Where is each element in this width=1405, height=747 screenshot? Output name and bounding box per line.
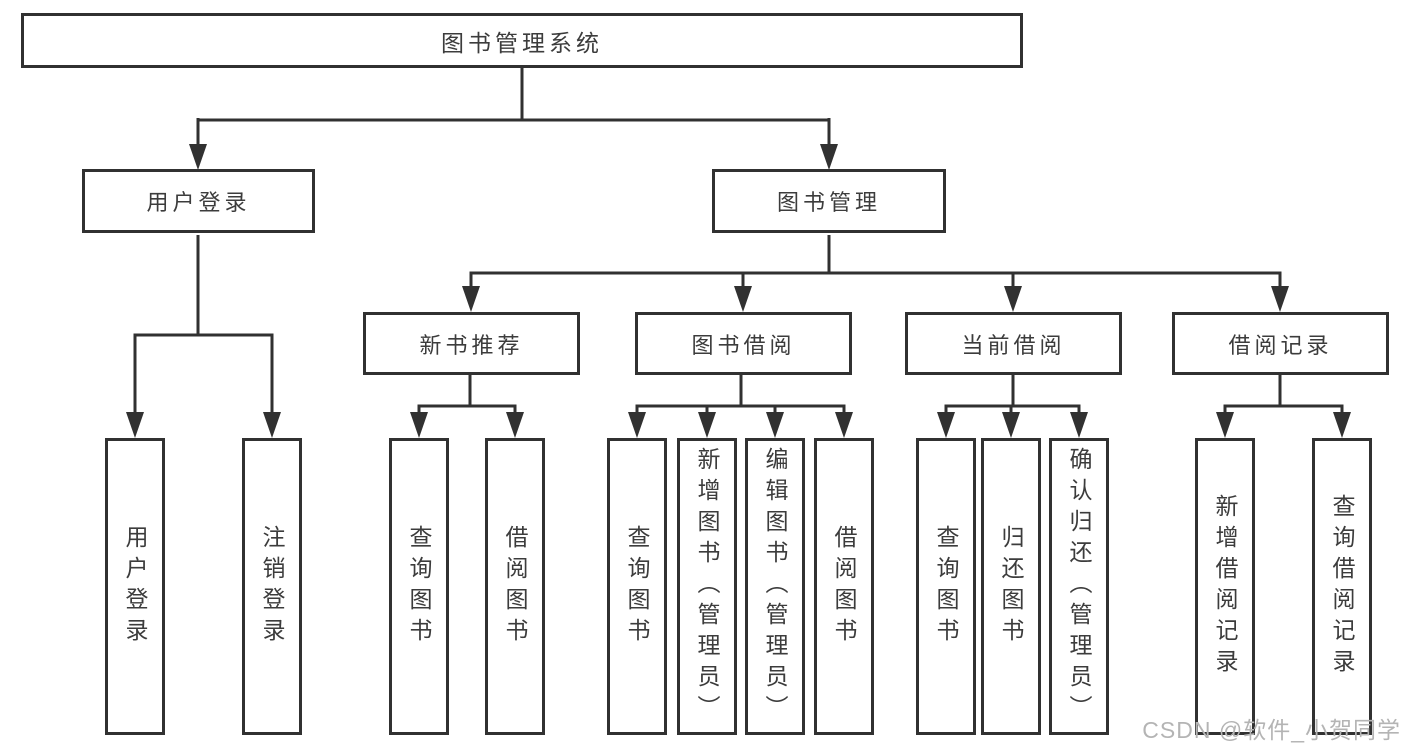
node-leaf-query-books-recommend: 查询图书 [389,438,449,735]
node-leaf-user-login: 用户登录 [105,438,165,735]
node-book-borrowing: 图书借阅 [635,312,852,375]
node-library-system: 图书管理系统 [21,13,1023,68]
node-user-login: 用户登录 [82,169,315,233]
arrowheads [126,144,1351,438]
node-leaf-edit-books-admin: 编辑图书（管理员） [745,438,805,735]
node-leaf-borrow-books-borrowing: 借阅图书 [814,438,874,735]
node-borrowing-records: 借阅记录 [1172,312,1389,375]
watermark-csdn: CSDN @软件_小贺同学 [1142,717,1401,743]
node-leaf-add-books-admin: 新增图书（管理员） [677,438,737,735]
node-current-borrowing: 当前借阅 [905,312,1122,375]
node-leaf-query-borrow-record: 查询借阅记录 [1312,438,1372,735]
node-leaf-query-books-borrowing: 查询图书 [607,438,667,735]
node-leaf-query-books-current: 查询图书 [916,438,976,735]
node-leaf-logout: 注销登录 [242,438,302,735]
node-leaf-borrow-books-recommend: 借阅图书 [485,438,545,735]
node-leaf-add-borrow-record: 新增借阅记录 [1195,438,1255,735]
node-leaf-return-books: 归还图书 [981,438,1041,735]
node-leaf-confirm-return-admin: 确认归还（管理员） [1049,438,1109,735]
node-book-management: 图书管理 [712,169,946,233]
node-new-book-recommend: 新书推荐 [363,312,580,375]
